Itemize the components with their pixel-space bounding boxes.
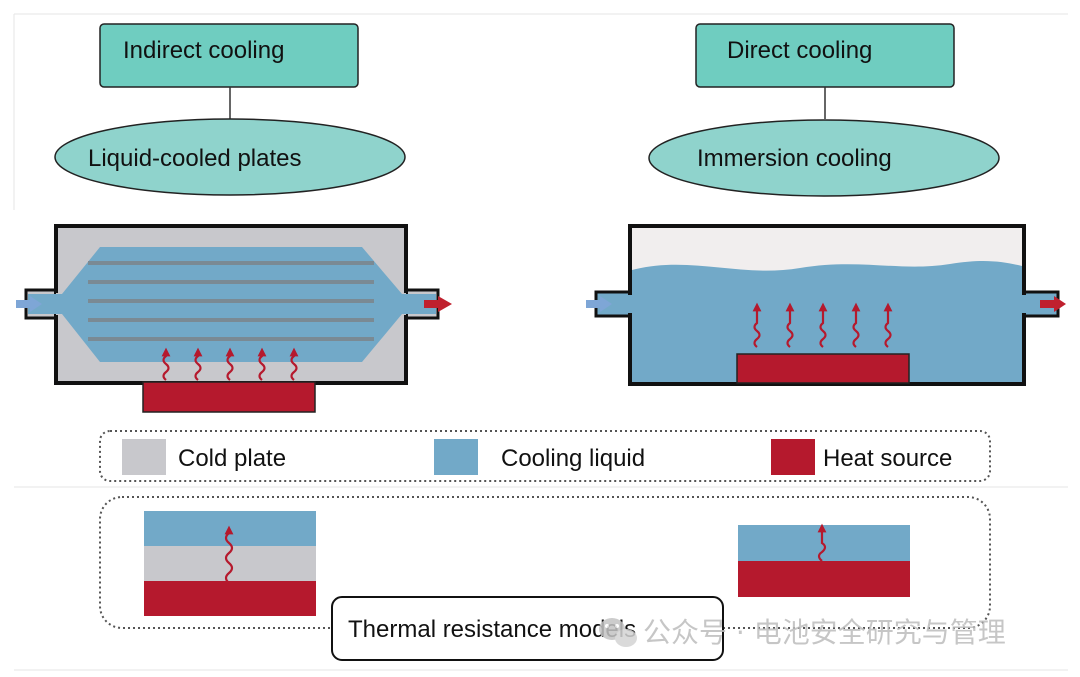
liquid-cooled-plates-ellipse: Liquid-cooled plates bbox=[54, 118, 406, 196]
watermark: 公众号 · 电池安全研究与管理 bbox=[599, 616, 1006, 649]
model-indirect bbox=[144, 511, 316, 616]
direct-cooling-label: Direct cooling bbox=[727, 37, 872, 64]
legend-label-cooling-liquid: Cooling liquid bbox=[501, 445, 645, 472]
legend-swatch-cooling-liquid bbox=[434, 439, 478, 475]
legend-label-heat-source: Heat source bbox=[823, 445, 952, 472]
immersion-cooling-label: Immersion cooling bbox=[697, 145, 892, 172]
legend-swatch-heat-source bbox=[771, 439, 815, 475]
watermark-text: 公众号 · 电池安全研究与管理 bbox=[643, 616, 1006, 649]
cold-plate-assembly bbox=[16, 224, 452, 413]
legend-label-cold-plate: Cold plate bbox=[178, 445, 286, 472]
immersion-tank bbox=[586, 224, 1066, 386]
legend: Cold plate Cooling liquid Heat source bbox=[99, 430, 991, 482]
indirect-cooling-label: Indirect cooling bbox=[123, 37, 284, 64]
wechat-icon bbox=[599, 618, 637, 647]
liquid-cooled-plates-label: Liquid-cooled plates bbox=[88, 145, 301, 172]
thermal-resistance-models-label: Thermal resistance models bbox=[348, 616, 636, 643]
indirect-cooling-box: Indirect cooling bbox=[99, 23, 359, 88]
model-direct bbox=[738, 523, 910, 597]
legend-swatch-cold-plate bbox=[122, 439, 166, 475]
immersion-cooling-ellipse: Immersion cooling bbox=[648, 119, 1000, 197]
direct-cooling-box: Direct cooling bbox=[695, 23, 955, 88]
